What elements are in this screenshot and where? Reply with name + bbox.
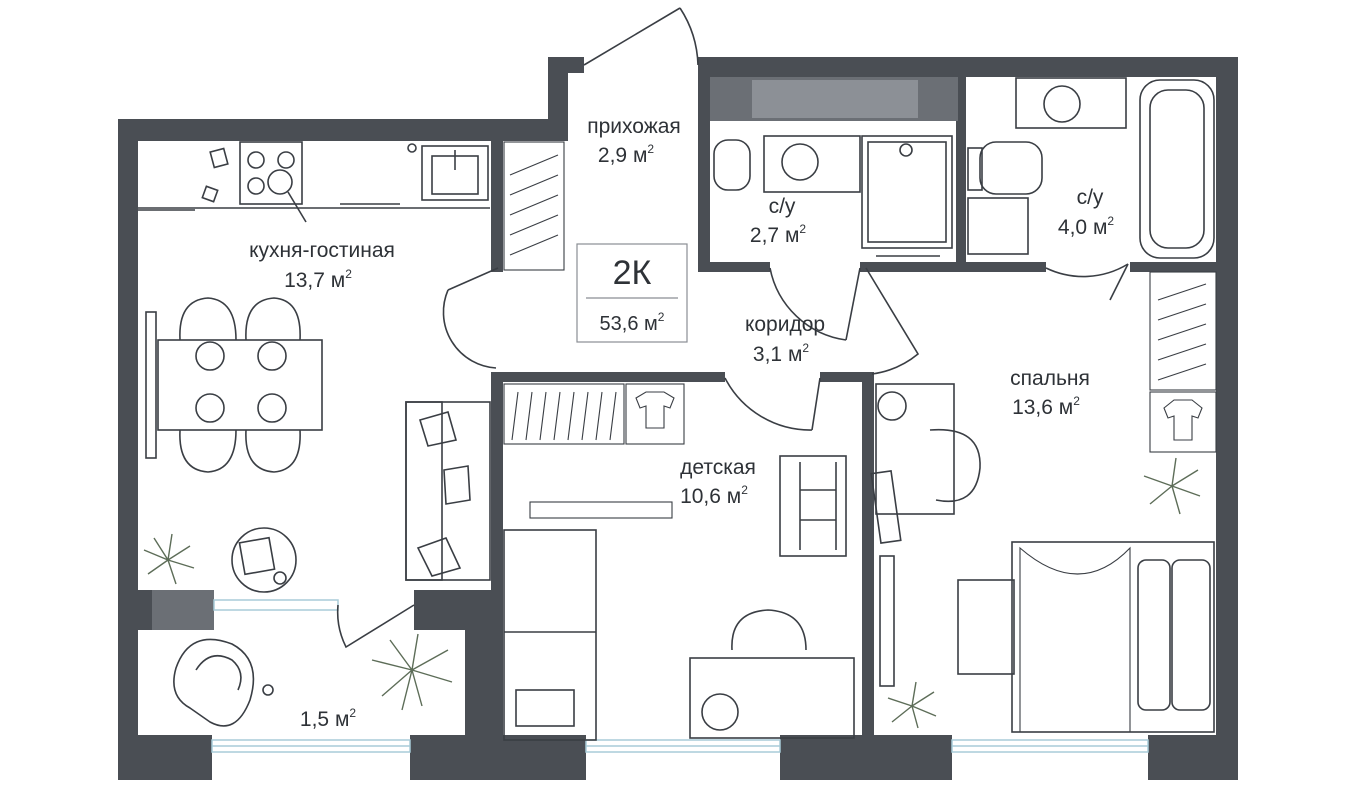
- room-name-corridor: коридор: [745, 313, 825, 336]
- shafts: [152, 77, 958, 630]
- room-area-kids: 10,6 м2: [680, 483, 748, 508]
- room-name-bedroom: спальня: [1010, 367, 1090, 390]
- apartment-badge: 2К 53,6 м2: [576, 243, 688, 343]
- apartment-type: 2К: [613, 254, 652, 292]
- room-area-entry: 2,9 м2: [598, 142, 654, 167]
- room-labels: прихожая 2,9 м2 кухня-гостиная 13,7 м2 с…: [249, 115, 1114, 731]
- windows: [211, 599, 1149, 753]
- room-name-kids: детская: [680, 456, 756, 479]
- total-area: 53,6 м2: [600, 310, 665, 335]
- room-name-bath1: с/у: [769, 195, 796, 218]
- room-area-kitchen: 13,7 м2: [284, 267, 352, 292]
- shaft-inner: [752, 80, 918, 118]
- furniture: [138, 77, 1217, 741]
- room-name-kitchen: кухня-гостиная: [249, 239, 395, 262]
- room-area-balcony: 1,5 м2: [300, 706, 356, 731]
- room-area-bedroom: 13,6 м2: [1012, 394, 1080, 419]
- room-area-corridor: 3,1 м2: [753, 341, 809, 366]
- room-name-bath2: с/у: [1077, 186, 1104, 209]
- room-area-bath2: 4,0 м2: [1058, 214, 1114, 239]
- room-name-entry: прихожая: [587, 115, 681, 138]
- doors: [336, 7, 1129, 649]
- plants: [143, 457, 1201, 729]
- room-area-bath1: 2,7 м2: [750, 222, 806, 247]
